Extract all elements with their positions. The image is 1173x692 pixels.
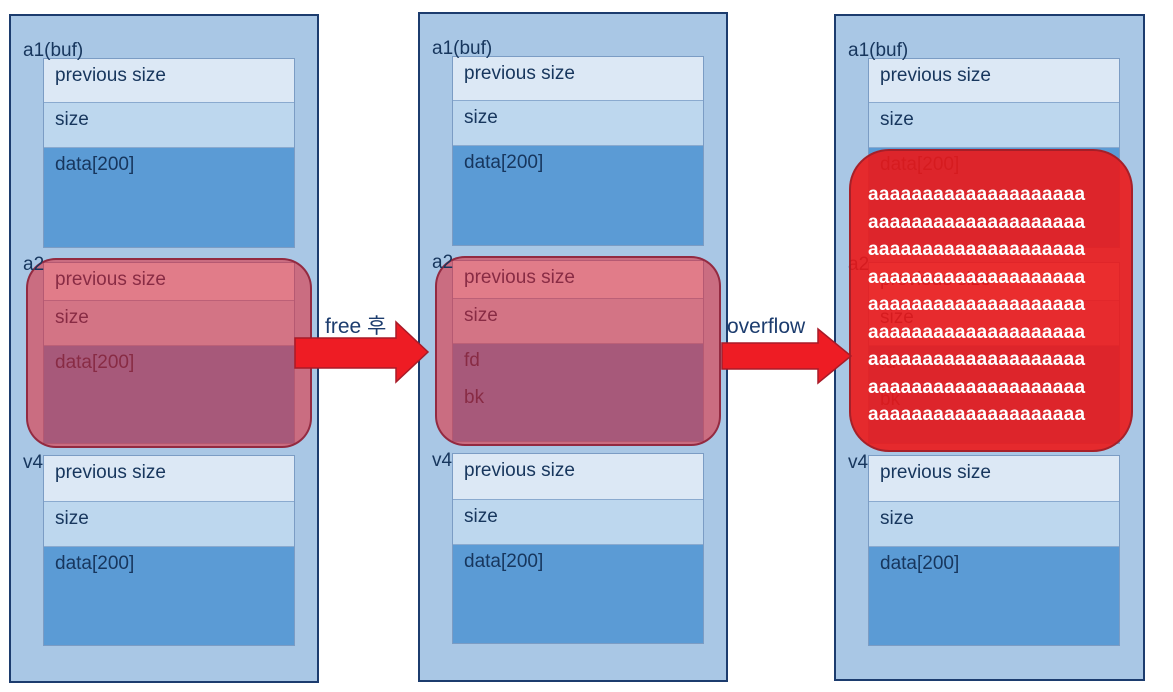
- overflow-data-line: aaaaaaaaaaaaaaaaaaaa: [868, 404, 1086, 425]
- overflow-overlay: aaaaaaaaaaaaaaaaaaaa aaaaaaaaaaaaaaaaaaaa…: [849, 149, 1133, 452]
- overflow-data-line: aaaaaaaaaaaaaaaaaaaa: [868, 376, 1086, 398]
- field-size: size: [453, 101, 703, 146]
- arrow-label-overflow: overflow: [727, 315, 806, 338]
- field-data: data[200]: [453, 146, 703, 245]
- chunk-v4: previous size size data[200]: [43, 455, 295, 646]
- arrow-label-free: free 후: [325, 315, 387, 338]
- heap-panel-after-overflow: a1(buf) previous size size data[200] a2 …: [834, 14, 1145, 681]
- overflow-data-line: aaaaaaaaaaaaaaaaaaaa: [868, 239, 1086, 260]
- overflow-data-line: aaaaaaaaaaaaaaaaaaaa: [868, 321, 1086, 343]
- chunk-a1: previous size size data[200]: [452, 56, 704, 246]
- overflow-data-lines: aaaaaaaaaaaaaaaaaaaa aaaaaaaaaaaaaaaaaaaa…: [868, 181, 1085, 456]
- freed-chunk-overlay: [435, 256, 721, 446]
- field-data: data[200]: [869, 547, 1119, 645]
- field-data: data[200]: [453, 545, 703, 643]
- chunk-a2-label: a2: [432, 252, 454, 273]
- field-previous-size: previous size: [869, 59, 1119, 103]
- field-previous-size: previous size: [44, 59, 294, 103]
- field-previous-size: previous size: [44, 456, 294, 502]
- heap-panel-initial: a1(buf) previous size size data[200] a2 …: [9, 14, 319, 683]
- chunk-a1: previous size size data[200]: [43, 58, 295, 248]
- field-size: size: [44, 103, 294, 148]
- chunk-v4-label: v4: [432, 450, 453, 471]
- chunk-a1-label: a1(buf): [23, 40, 84, 61]
- chunk-a2-label: a2: [23, 254, 45, 275]
- field-previous-size: previous size: [453, 57, 703, 101]
- overflow-data-line: aaaaaaaaaaaaaaaaaaaa: [868, 184, 1086, 205]
- field-previous-size: previous size: [453, 454, 703, 500]
- chunk-v4-label: v4: [23, 452, 44, 473]
- field-data: data[200]: [44, 547, 294, 645]
- chunk-v4-label: v4: [848, 452, 869, 473]
- field-previous-size: previous size: [869, 456, 1119, 502]
- heap-panel-after-free: a1(buf) previous size size data[200] a2 …: [418, 12, 728, 682]
- chunk-v4: previous size size data[200]: [868, 455, 1120, 646]
- field-size: size: [44, 502, 294, 547]
- field-size: size: [869, 103, 1119, 148]
- chunk-a1-label: a1(buf): [432, 38, 493, 59]
- field-size: size: [869, 502, 1119, 547]
- freed-chunk-overlay: [26, 258, 312, 448]
- field-data: data[200]: [44, 148, 294, 247]
- overflow-data-line: aaaaaaaaaaaaaaaaaaaa: [868, 349, 1086, 370]
- chunk-a1-label: a1(buf): [848, 40, 909, 61]
- overflow-data-line: aaaaaaaaaaaaaaaaaaaa: [868, 266, 1086, 288]
- chunk-v4: previous size size data[200]: [452, 453, 704, 644]
- field-size: size: [453, 500, 703, 545]
- overflow-data-line: aaaaaaaaaaaaaaaaaaaa: [868, 294, 1086, 315]
- overflow-data-line: aaaaaaaaaaaaaaaaaaaa: [868, 211, 1086, 233]
